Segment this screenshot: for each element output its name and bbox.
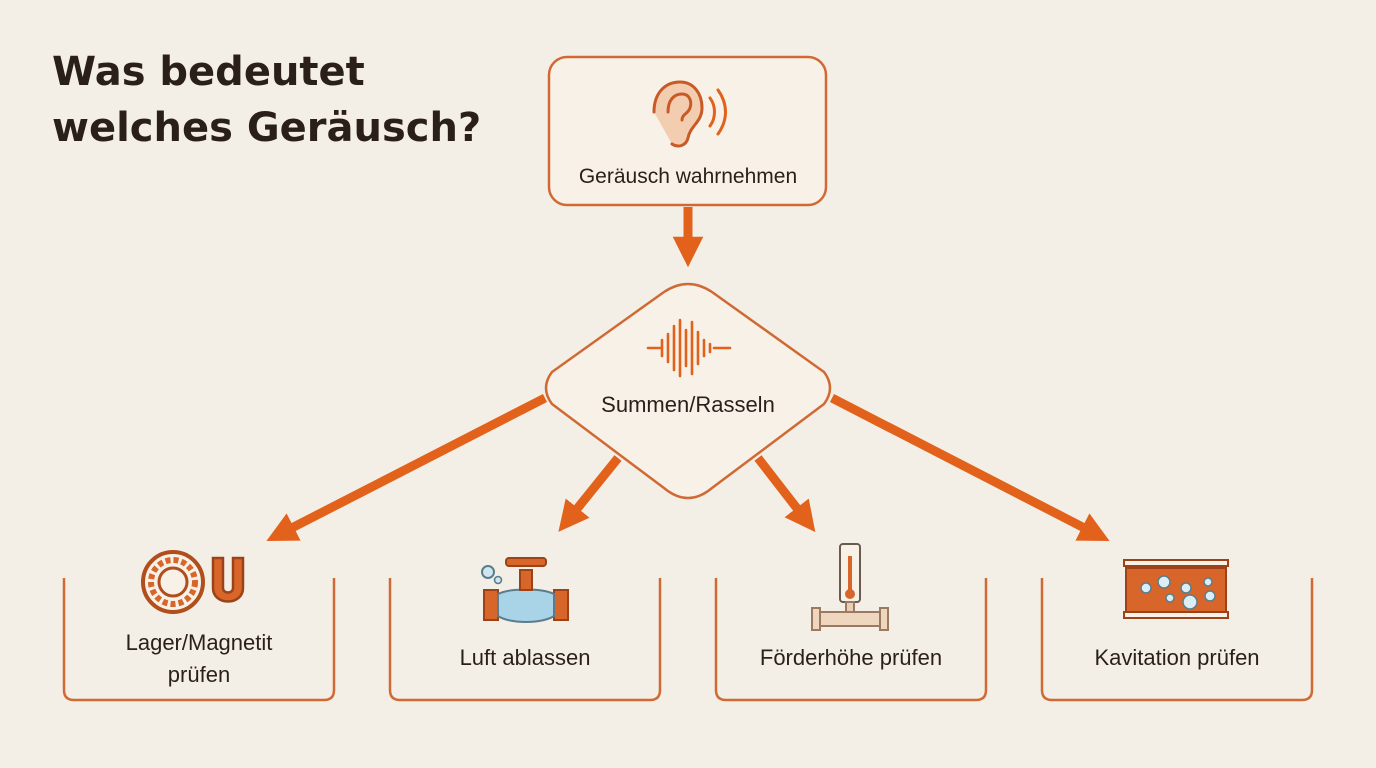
outcome-box-2: Luft ablassen (388, 557, 662, 702)
arrow-to-outcome-4 (829, 393, 1110, 542)
sound-wave-icon (646, 318, 732, 378)
valve-bubbles-icon (481, 557, 569, 623)
outcome-box-4: Kavitation prüfen (1040, 559, 1314, 702)
outcome-1-label-line1: Lager/Magnetit (126, 630, 273, 655)
outcome-box-3: Förderhöhe prüfen (714, 543, 988, 702)
arrow-to-outcome-1 (266, 393, 548, 541)
outcome-4-label: Kavitation prüfen (1094, 645, 1259, 670)
title-line-2: welches Geräusch? (52, 105, 482, 151)
arrow-to-outcome-2 (558, 455, 622, 532)
thermometer-pipe-icon (811, 543, 889, 631)
outcome-1-label-line2: prüfen (168, 662, 230, 687)
start-node: Geräusch wahrnehmen (547, 55, 828, 207)
bearing-magnet-icon (141, 550, 245, 614)
decision-label: Summen/Rasseln (601, 392, 775, 417)
start-label: Geräusch wahrnehmen (579, 165, 797, 188)
outcome-3-label: Förderhöhe prüfen (760, 645, 942, 670)
outcome-2-label: Luft ablassen (460, 645, 591, 670)
arrow-to-outcome-3 (754, 455, 816, 533)
cavitation-pipe-icon (1123, 559, 1229, 619)
ear-sound-icon (652, 80, 727, 148)
decision-node: Summen/Rasseln (544, 282, 832, 500)
title-line-1: Was bedeutet (52, 49, 365, 95)
page-title: Was bedeutet welches Geräusch? (52, 44, 481, 156)
outcome-box-1: Lager/Magnetit prüfen (62, 550, 336, 702)
